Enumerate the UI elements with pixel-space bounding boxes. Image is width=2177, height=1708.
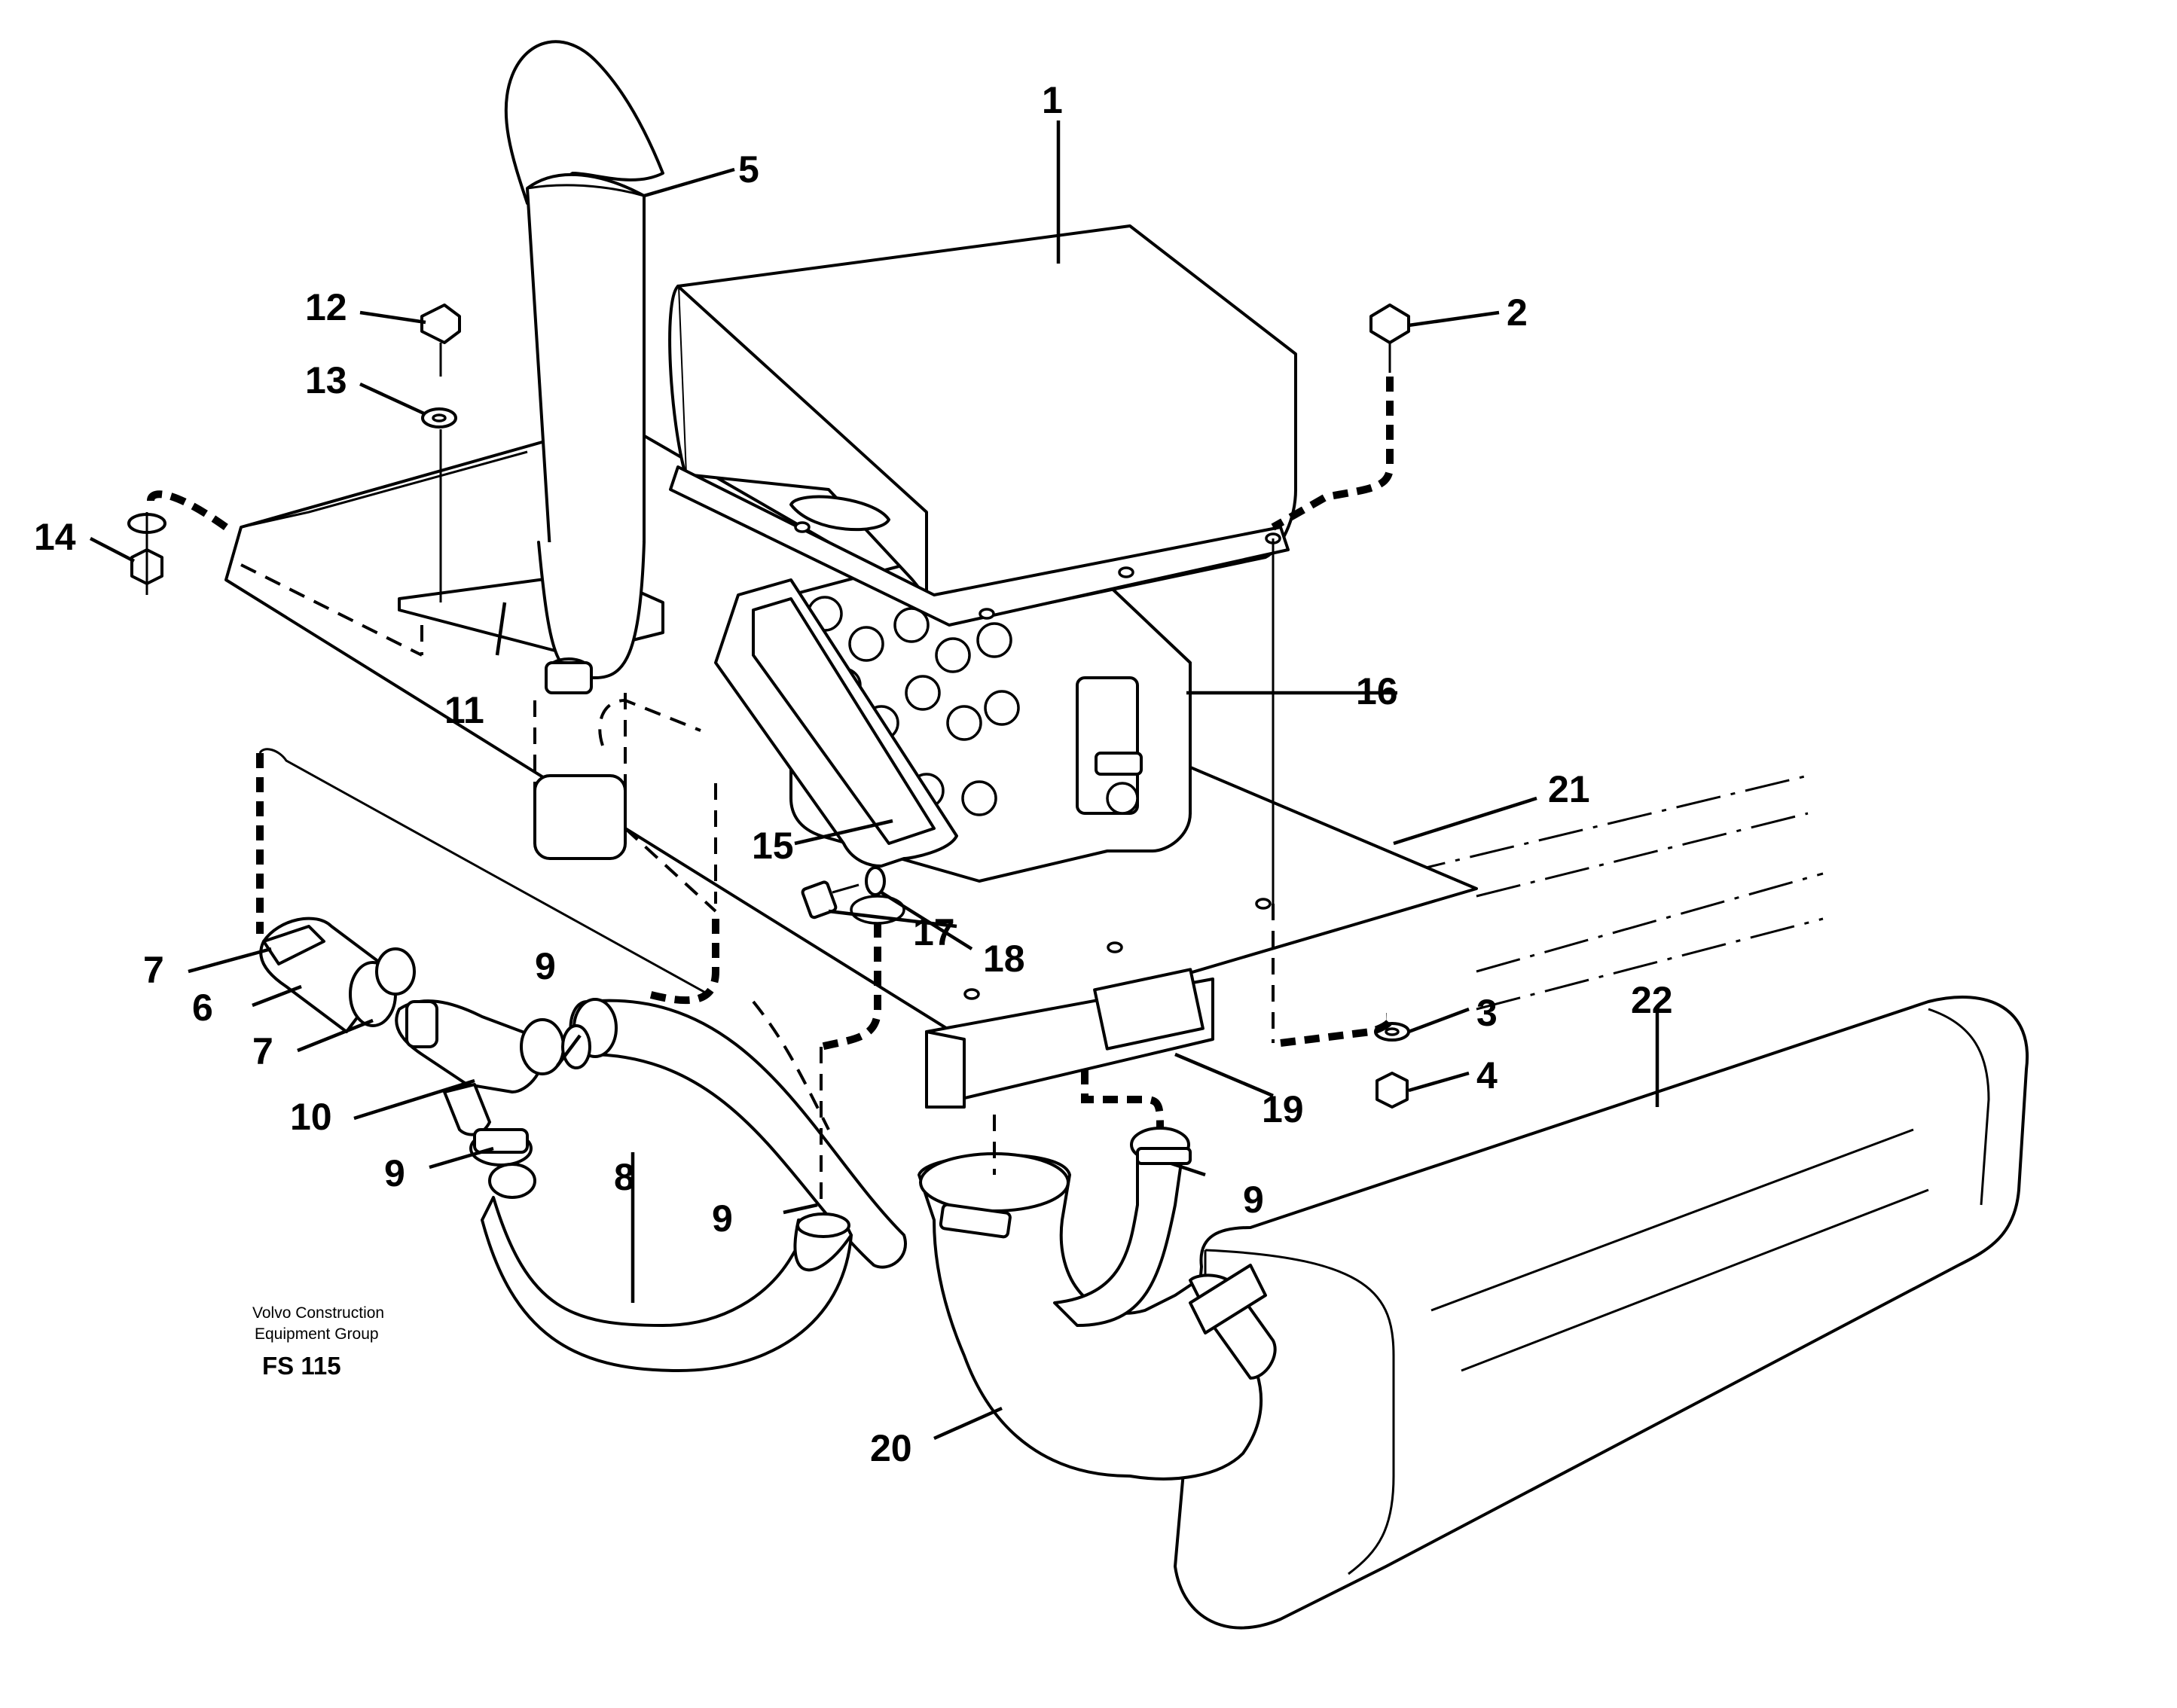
- callout-15: 15: [752, 825, 794, 867]
- fasteners: [127, 303, 1410, 1109]
- credit-line-1: Volvo Construction: [252, 1304, 384, 1322]
- silencer-part: [1174, 996, 2029, 1630]
- callout-3: 3: [1476, 992, 1498, 1034]
- callout-19: 19: [1262, 1088, 1304, 1130]
- credit-line-2: Equipment Group: [255, 1325, 379, 1343]
- callout-7a: 7: [143, 949, 164, 991]
- gasket-frame-part: [714, 578, 958, 868]
- callout-17: 17: [913, 911, 955, 953]
- callout-9b: 9: [384, 1152, 405, 1194]
- callout-7b: 7: [252, 1030, 273, 1072]
- callout-21: 21: [1548, 768, 1590, 810]
- callout-9a: 9: [535, 945, 556, 987]
- callout-12: 12: [305, 286, 347, 328]
- callout-1: 1: [1042, 79, 1063, 121]
- return-pipe-part: [918, 1127, 1277, 1481]
- callout-16: 16: [1356, 670, 1398, 712]
- callout-11: 11: [444, 689, 484, 731]
- leader-lines: [89, 120, 1659, 1441]
- callout-8: 8: [614, 1156, 635, 1198]
- callout-9d: 9: [1243, 1179, 1264, 1221]
- callout-20: 20: [870, 1427, 912, 1469]
- precleaner-hood-part: [668, 224, 1297, 627]
- callout-2: 2: [1507, 291, 1528, 334]
- hidden-pipe-lines: [533, 693, 717, 913]
- footer-credit: Volvo Construction Equipment Group FS 11…: [252, 1304, 384, 1380]
- callout-6: 6: [192, 987, 213, 1029]
- dashed-assembly-lines: [147, 377, 1394, 1205]
- frame-outline: [1400, 774, 1824, 1011]
- callout-18: 18: [983, 938, 1025, 980]
- callout-labels: 1 2 3 4 5 6 7 7 8 9 9 9 9 10 11 12 13 14…: [34, 79, 1673, 1469]
- callout-13: 13: [305, 359, 347, 401]
- callout-4: 4: [1476, 1054, 1498, 1096]
- callout-9c: 9: [712, 1197, 733, 1240]
- callout-22: 22: [1631, 979, 1673, 1021]
- intake-hose-part: [481, 998, 907, 1372]
- callout-5: 5: [738, 148, 759, 191]
- callout-10: 10: [290, 1096, 332, 1138]
- callout-14: 14: [34, 516, 76, 558]
- figure-code: FS 115: [262, 1352, 341, 1380]
- exhaust-stack-part: [398, 40, 664, 694]
- small-hoses-part: [259, 917, 591, 1199]
